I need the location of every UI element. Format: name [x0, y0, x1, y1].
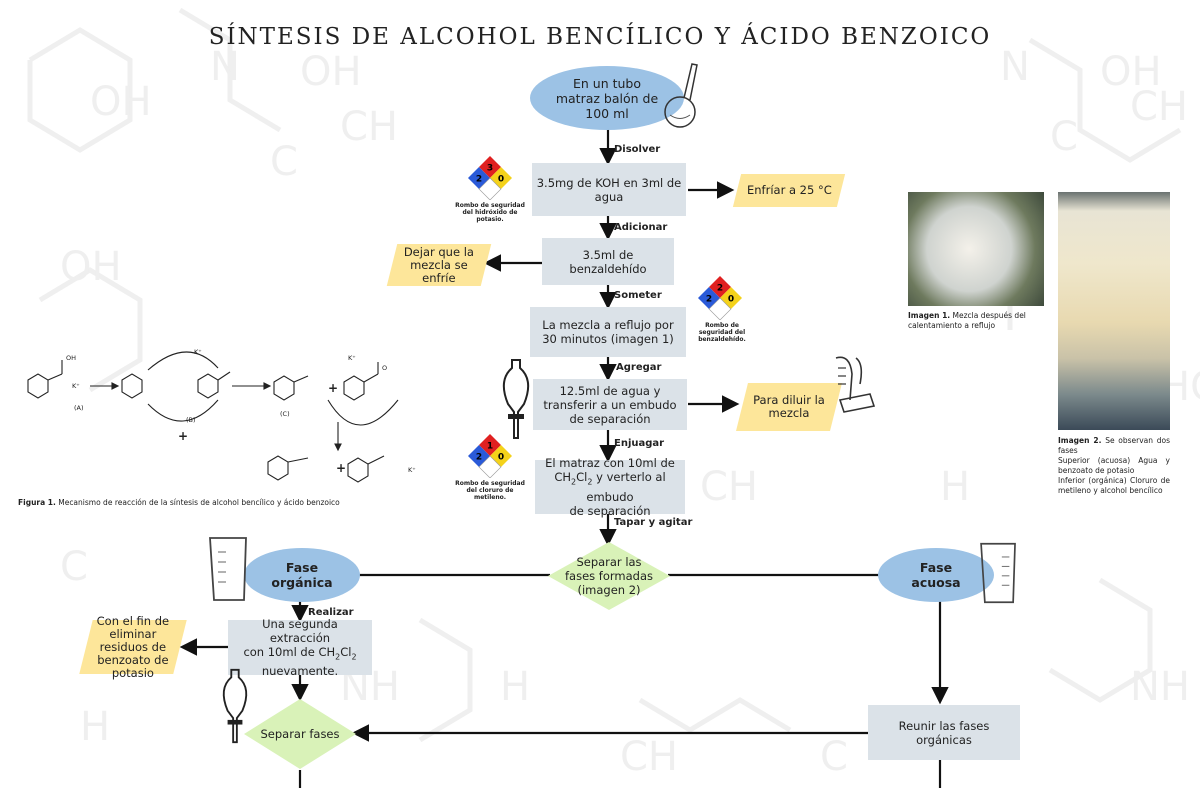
mech-oh: OH — [66, 354, 76, 362]
mech-o: O — [382, 364, 387, 372]
step-water: 12.5ml de agua y transferir a un embudo … — [533, 379, 687, 430]
cool-node: Enfríar a 25 °C — [732, 174, 846, 207]
organic-phase: Fase orgánica — [244, 548, 360, 602]
beaker-icon-2 — [980, 542, 1016, 604]
image2-caption-line2: Inferior (orgánica) Cloruro de metileno … — [1058, 476, 1170, 495]
nfpa-koh-caption: Rombo de seguridad del hidróxido de pota… — [455, 202, 525, 223]
image2-caption: Imagen 2. Se observan dos fases Superior… — [1058, 436, 1171, 495]
step-rinse-line3: de separación — [569, 503, 651, 518]
svg-text:+: + — [336, 461, 346, 475]
label-tapar-agitar: Tapar y agitar — [614, 517, 693, 528]
let-cool-node: Dejar que la mezcla se enfríe — [386, 244, 492, 286]
reaction-mechanism-figure: OH K⁺ + + + K⁺ K⁺ O K⁺ (A) (B) (C) — [27, 348, 416, 483]
mech-k4: K⁺ — [408, 466, 416, 474]
nfpa-koh-left: 2 — [476, 175, 482, 185]
label-someter: Someter — [614, 290, 662, 301]
svg-text:C: C — [270, 139, 298, 185]
extract-line1: Una segunda extracción — [262, 616, 338, 645]
svg-text:CH: CH — [620, 734, 678, 780]
svg-text:OH: OH — [60, 244, 122, 290]
nfpa-met-right: 0 — [498, 453, 504, 463]
nfpa-koh-top: 3 — [487, 164, 493, 174]
svg-text:N: N — [1000, 44, 1030, 90]
beaker-icon — [209, 537, 247, 601]
step-rinse-line2: CH2Cl2 y verterlo al embudo — [554, 470, 666, 504]
svg-text:NH: NH — [1130, 664, 1190, 710]
label-disolver: Disolver — [614, 144, 661, 155]
nfpa-diamond-benzaldehyde: 2 2 0 — [698, 276, 742, 320]
svg-text:+: + — [328, 381, 338, 395]
step-rinse-line1: El matraz con 10ml de — [545, 456, 675, 471]
dilute-node: Para diluir la mezcla — [736, 383, 842, 431]
extract-line2: con 10ml de CH2Cl2 — [243, 644, 357, 662]
page-title: SÍNTESIS DE ALCOHOL BENCÍLICO Y ÁCIDO BE… — [208, 24, 992, 50]
svg-text:OH: OH — [300, 49, 362, 95]
svg-text:C: C — [60, 544, 88, 590]
mech-k3: K⁺ — [348, 354, 356, 362]
nfpa-diamond-methylene: 1 2 0 — [468, 434, 512, 478]
label-realizar: Realizar — [308, 607, 354, 618]
figure1-caption: Figura 1. Mecanismo de reacción de la sí… — [18, 498, 340, 507]
image1-photo — [908, 192, 1044, 306]
step-rinse: El matraz con 10ml de CH2Cl2 y verterlo … — [535, 456, 685, 518]
svg-text:CH: CH — [700, 464, 758, 510]
separate-diamond-shape — [548, 542, 670, 610]
purpose-node: Con el fin de eliminar residuos de benzo… — [79, 614, 187, 680]
svg-text:H: H — [500, 664, 530, 710]
label-adicionar: Adicionar — [614, 222, 668, 233]
reunite-node: Reunir las fases orgánicas — [868, 705, 1020, 760]
nfpa-koh-right: 0 — [498, 175, 504, 185]
nfpa-methylene-caption: Rombo de seguridad del cloruro de metile… — [455, 480, 525, 501]
nfpa-diamond-koh: 3 2 0 — [468, 156, 512, 200]
svg-text:CH: CH — [340, 104, 398, 150]
step-reflux: La mezcla a reflujo por 30 minutos (imag… — [530, 307, 686, 357]
mech-k2: K⁺ — [194, 348, 202, 356]
step-benzaldehyde: 3.5ml de benzaldehído — [542, 238, 674, 285]
image2-caption-line1: Superior (acuosa) Agua y benzoato de pot… — [1058, 456, 1170, 475]
separate-node: Separar las fases formadas (imagen 2) — [564, 555, 653, 597]
dropper-hand-icon — [835, 356, 876, 413]
separate-phases-node: Separar fases — [260, 727, 340, 741]
mech-label-a: (A) — [74, 404, 84, 412]
svg-text:H: H — [940, 464, 970, 510]
svg-text:+: + — [178, 429, 188, 443]
separate-phases-diamond-shape — [244, 699, 356, 769]
mech-label-b: (B) — [186, 416, 196, 424]
flask-icon — [664, 63, 698, 128]
svg-text:H: H — [80, 704, 110, 750]
nfpa-benz-left: 2 — [706, 295, 712, 305]
nfpa-met-left: 2 — [476, 453, 482, 463]
svg-text:C: C — [820, 734, 848, 780]
mech-label-c: (C) — [280, 410, 290, 418]
image1-caption: Imagen 1. Mezcla después del calentamien… — [908, 311, 1026, 330]
aqueous-phase: Fase acuosa — [878, 548, 994, 602]
nfpa-met-top: 1 — [487, 442, 493, 452]
start-node: En un tubo matraz balón de 100 ml — [530, 66, 684, 130]
separatory-funnel-icon — [502, 359, 530, 439]
step-koh: 3.5mg de KOH en 3ml de agua — [532, 163, 686, 216]
mech-k1: K⁺ — [72, 382, 80, 390]
label-agregar: Agregar — [616, 362, 662, 373]
step-extract: Una segunda extracción con 10ml de CH2Cl… — [228, 616, 372, 679]
image2-photo — [1058, 192, 1170, 430]
nfpa-benzaldehyde-caption: Rombo de seguridad del benzaldehído. — [698, 322, 746, 343]
svg-text:CH: CH — [1130, 84, 1188, 130]
extract-line3: nuevamente. — [261, 664, 339, 679]
nfpa-benz-top: 2 — [717, 284, 723, 294]
svg-text:OH: OH — [90, 79, 152, 125]
separatory-funnel-icon-2 — [222, 668, 248, 744]
svg-text:N: N — [210, 44, 240, 90]
nfpa-benz-right: 0 — [728, 295, 734, 305]
label-enjuagar: Enjuagar — [614, 438, 665, 449]
svg-text:OH: OH — [1100, 49, 1162, 95]
svg-text:C: C — [1050, 114, 1078, 160]
